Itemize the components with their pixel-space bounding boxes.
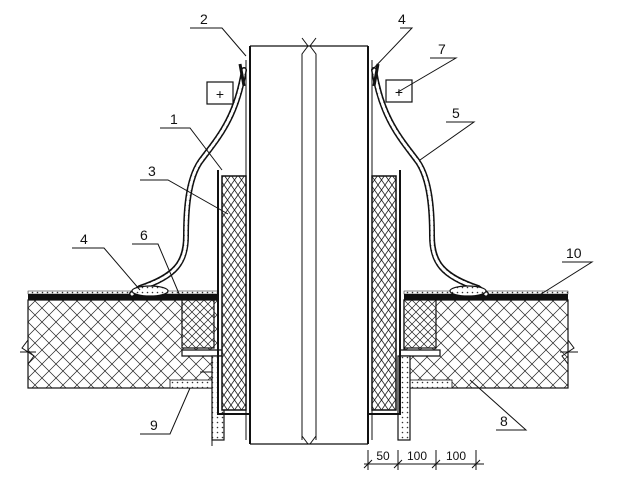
- flexible-boot: [129, 63, 489, 297]
- bolt-symbol-right: +: [395, 84, 403, 100]
- dimension-100-a: 100: [407, 449, 427, 463]
- callout-2: 2: [200, 11, 208, 27]
- callout-1: 1: [170, 111, 178, 127]
- callout-6: 6: [140, 227, 148, 243]
- dimension-50: 50: [376, 449, 390, 463]
- pipe-insulation: [217, 170, 401, 415]
- clamp-bolt-left: [206, 81, 234, 105]
- pipe: [245, 37, 373, 445]
- callout-4-top: 4: [398, 11, 406, 27]
- callout-5: 5: [452, 105, 460, 121]
- callout-3: 3: [148, 163, 156, 179]
- insulation-block: [181, 299, 437, 349]
- dimension-100-b: 100: [446, 449, 466, 463]
- callout-7: 7: [438, 41, 446, 57]
- callout-4-left: 4: [80, 231, 88, 247]
- bolt-symbol-left: +: [216, 86, 224, 102]
- dimension-chain: [363, 450, 484, 470]
- callout-9: 9: [150, 417, 158, 433]
- steel-bracket: [181, 349, 441, 357]
- leader-lines: [72, 27, 594, 435]
- callout-10: 10: [566, 245, 582, 261]
- callout-8: 8: [500, 413, 508, 429]
